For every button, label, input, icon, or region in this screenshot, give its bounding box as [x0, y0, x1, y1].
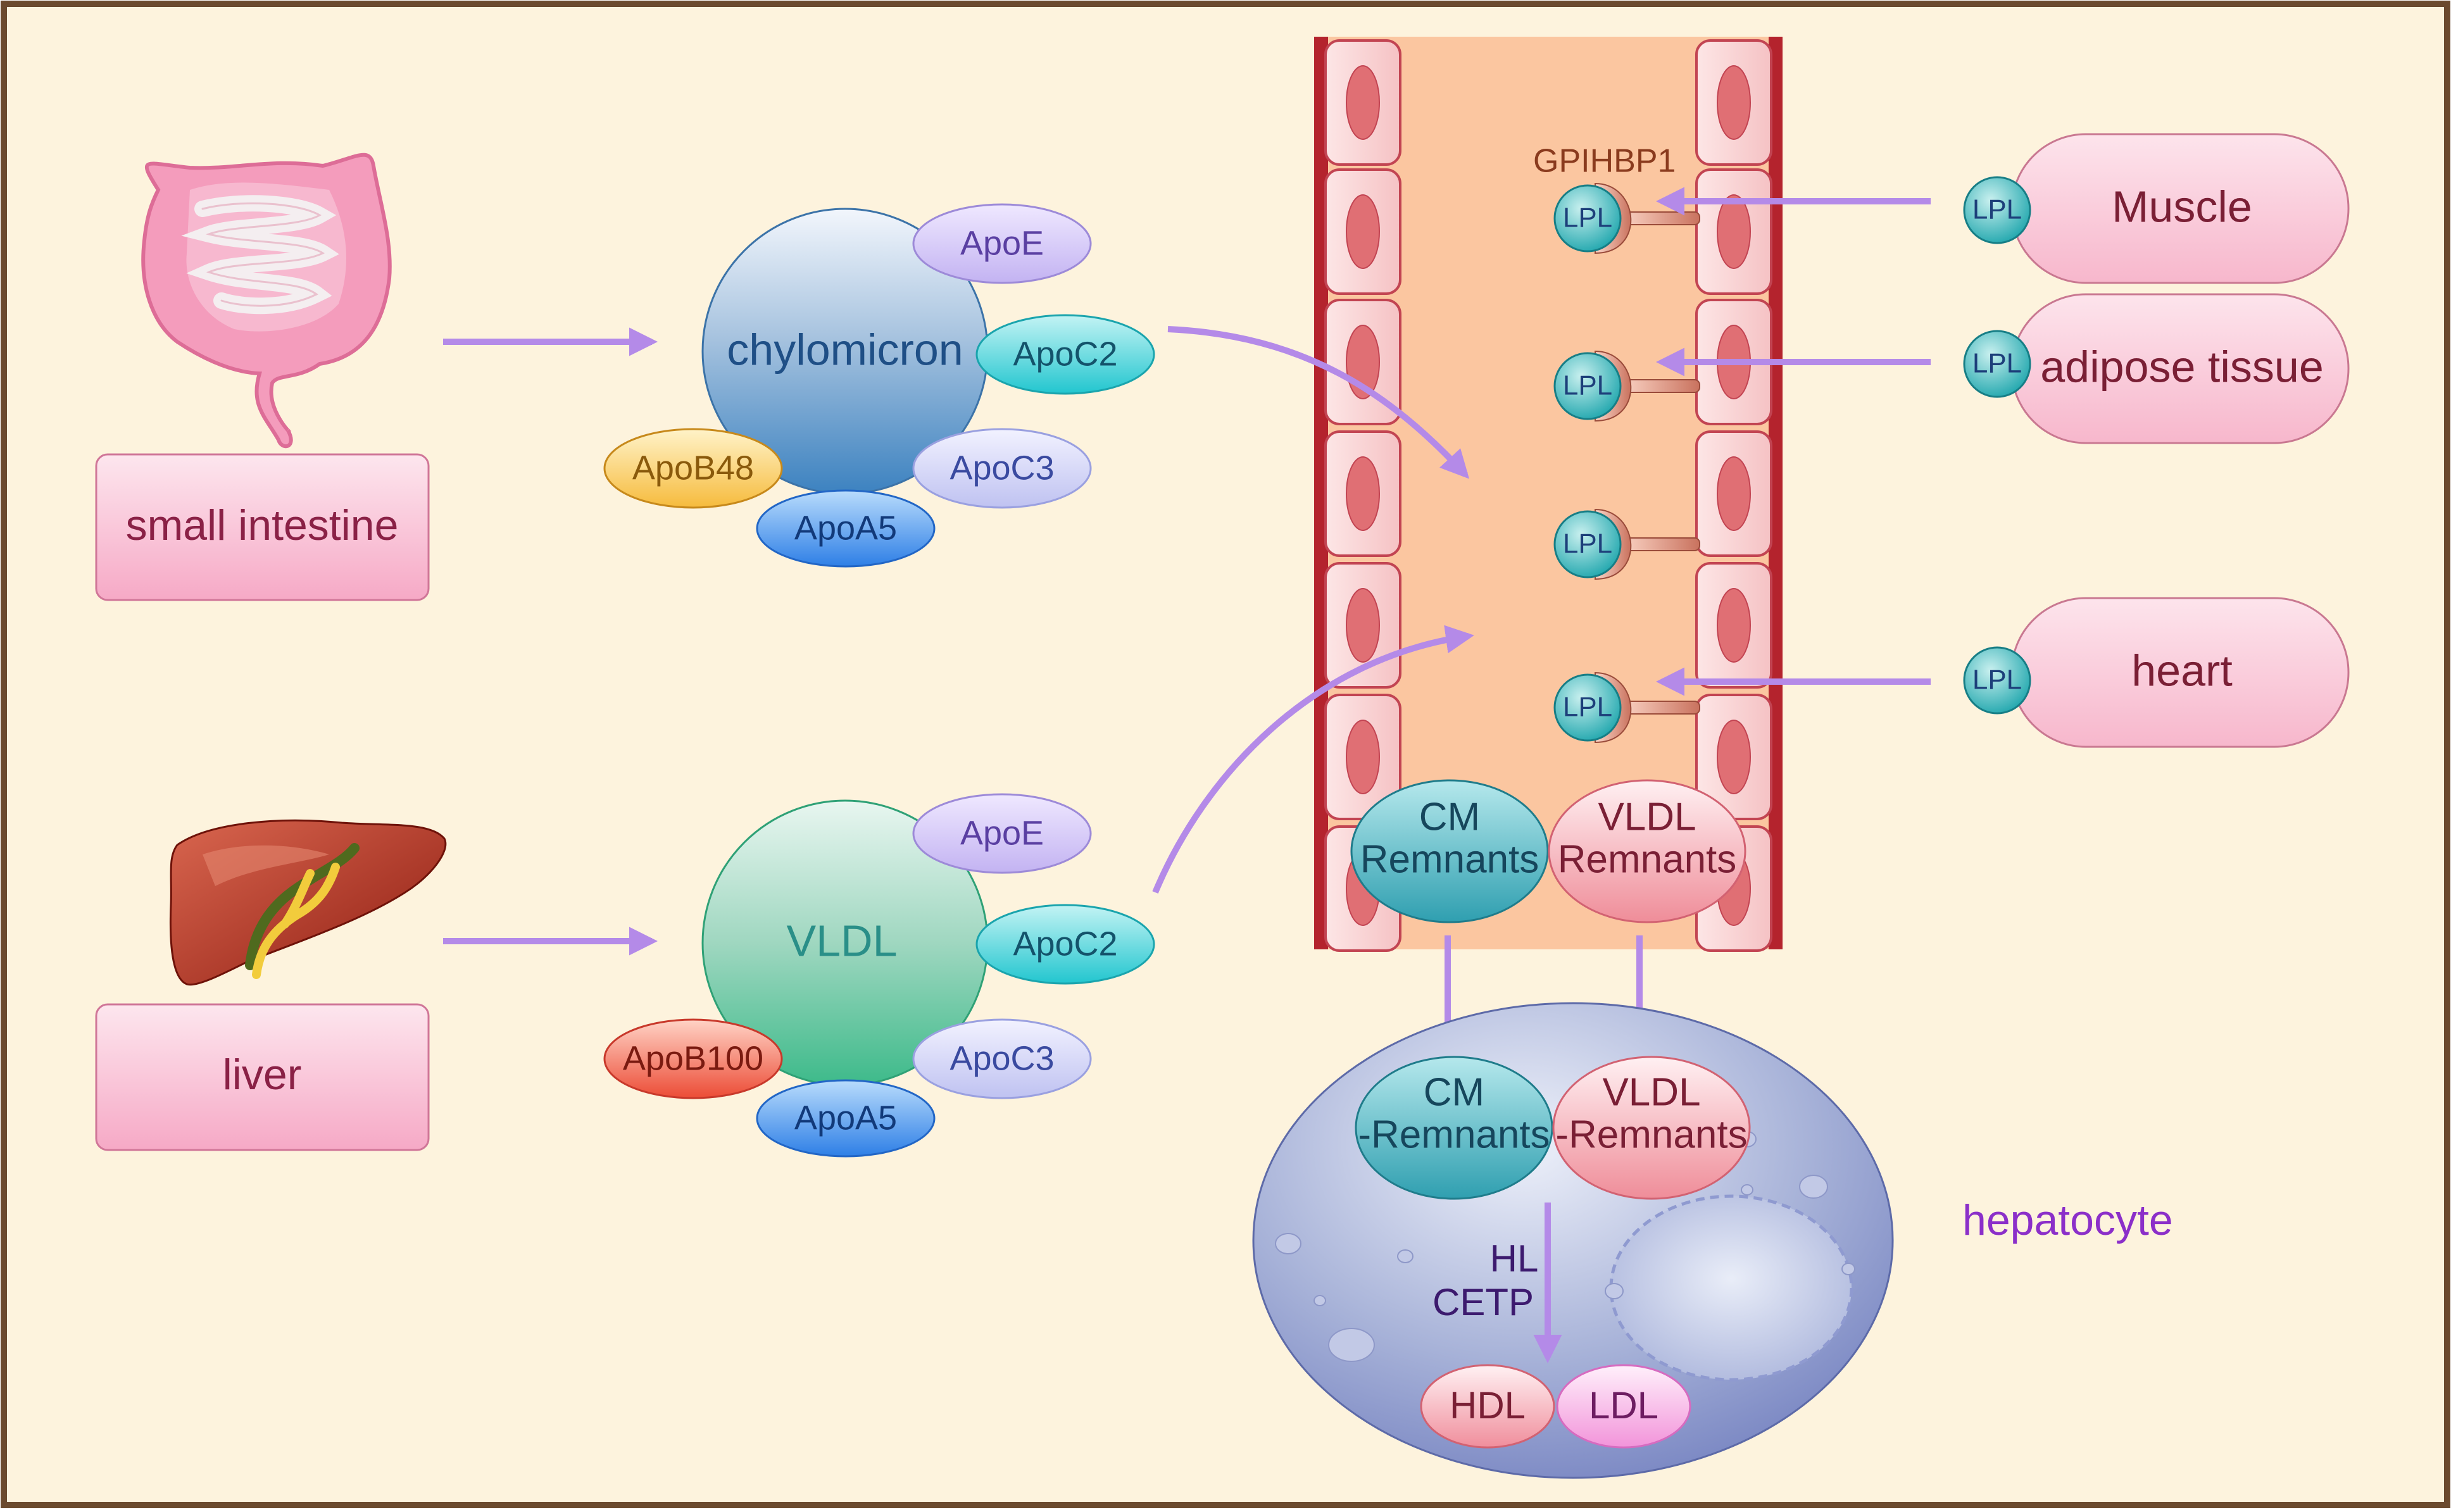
blood-vessel [1314, 37, 1783, 952]
endothelial-cell [1324, 168, 1401, 295]
hepatocyte-cm-line1: CM [1424, 1070, 1484, 1114]
adipose-label: adipose tissue [2040, 342, 2324, 391]
lpl-label: LPL [1972, 348, 2022, 379]
vldl-label: VLDL [786, 916, 897, 965]
vldl-apoa5: ApoA5 [756, 1079, 936, 1158]
vessel-cm-remnants-line1: CM [1419, 795, 1480, 839]
apoc2-label: ApoC2 [1013, 925, 1117, 963]
small-intestine-label: small intestine [126, 501, 399, 549]
hepatocyte-label: hepatocyte [1962, 1196, 2173, 1244]
apoe-label: ApoE [960, 814, 1044, 852]
endothelial-cell [1695, 562, 1772, 689]
tissue-lpl-group: LPL LPL LPL [1963, 176, 2031, 715]
muscle-label: Muscle [2112, 182, 2252, 231]
apoa5-label: ApoA5 [794, 509, 897, 547]
lpl-label: LPL [1563, 203, 1612, 234]
vldl-apob100: ApoB100 [603, 1018, 783, 1099]
lpl-label: LPL [1563, 528, 1612, 559]
vessel-vldl-remnants-line2: Remnants [1558, 837, 1737, 881]
endothelial-cell [1324, 39, 1401, 166]
adipose-tissue: adipose tissue [2010, 293, 2350, 444]
lpl-icon [1553, 673, 1622, 742]
lpl-label: LPL [1972, 665, 2022, 696]
hepatocyte-vldl-line1: VLDL [1602, 1070, 1700, 1114]
apob48-label: ApoB48 [632, 449, 754, 487]
chylomicron-particle: chylomicron [701, 208, 989, 495]
chylomicron-apoe: ApoE [912, 203, 1092, 284]
tissue-lpl-enzyme: LPL [1963, 176, 2031, 244]
enzyme-hl-label: HL [1490, 1237, 1539, 1280]
vessel-cm-remnants: CM Remnants [1350, 779, 1549, 923]
vessel-vldl-remnants-line1: VLDL [1598, 795, 1696, 839]
hepatocyte-vldl-line2: -Remnants [1555, 1113, 1747, 1156]
lpl-icon [1553, 510, 1622, 578]
lpl-icon [1553, 352, 1622, 420]
lpl-icon [1963, 176, 2031, 244]
endothelial-cells-right [1695, 39, 1772, 952]
vldl-apoc2: ApoC2 [975, 904, 1155, 985]
endothelial-cell [1324, 694, 1401, 820]
vessel-lpl-enzyme: LPL [1553, 508, 1700, 580]
liver-box [95, 1003, 430, 1151]
lpl-label: LPL [1972, 194, 2022, 225]
lpl-icon [1553, 184, 1622, 253]
gpihbp1-anchor [1620, 379, 1700, 393]
vessel-lpl-enzyme: LPL [1553, 182, 1700, 254]
vessel-lpl-enzyme: LPL [1553, 350, 1700, 422]
chylomicron-apob48: ApoB48 [603, 428, 783, 509]
vldl-apoe: ApoE [912, 793, 1092, 874]
chylomicron-apoc2: ApoC2 [975, 314, 1155, 395]
vessel-cm-remnants-line2: Remnants [1360, 837, 1539, 881]
lpl-label: LPL [1563, 692, 1612, 723]
lpl-icon [1963, 646, 2031, 715]
hepatocyte-cm-remnants: CM -Remnants [1355, 1056, 1553, 1200]
apob100-label: ApoB100 [623, 1039, 763, 1077]
ldl-label: LDL [1589, 1384, 1658, 1427]
small-intestine-box [95, 453, 430, 601]
chylomicron-label: chylomicron [727, 325, 963, 374]
heart-label: heart [2131, 646, 2233, 695]
gpihbp1-anchor [1620, 211, 1700, 225]
hepatocyte-vldl-remnants: VLDL -Remnants [1552, 1056, 1751, 1200]
lpl-label: LPL [1563, 370, 1612, 401]
arrow-chylomicron-to-vessel [1167, 326, 1470, 479]
vessel-vldl-remnants: VLDL Remnants [1548, 779, 1746, 923]
hdl-label: HDL [1450, 1384, 1526, 1427]
apoe-label: ApoE [960, 224, 1044, 262]
endothelial-cell [1695, 430, 1772, 557]
endothelial-cells-left [1324, 39, 1401, 952]
hepatocyte-nucleus [1609, 1194, 1853, 1382]
apoc2-label: ApoC2 [1013, 335, 1117, 373]
gpihbp1-label: GPIHBP1 [1533, 143, 1676, 180]
vldl-apoc3: ApoC3 [912, 1018, 1092, 1099]
tissue-lpl-enzyme: LPL [1963, 330, 2031, 398]
gpihbp1-anchor [1620, 701, 1700, 715]
apoc3-label: ApoC3 [950, 449, 1054, 487]
heart-tissue: heart [2010, 597, 2350, 748]
ldl-particle: LDL [1556, 1364, 1691, 1449]
liver-label: liver [223, 1051, 302, 1099]
endothelial-cell [1695, 168, 1772, 295]
liver-illustration [169, 819, 447, 986]
hdl-particle: HDL [1420, 1364, 1555, 1449]
lpl-icon [1963, 330, 2031, 398]
vessel-lpl-enzyme: LPL [1553, 672, 1700, 744]
intestine-illustration [141, 153, 392, 448]
muscle-tissue: Muscle [2010, 133, 2350, 284]
vldl-particle: VLDL [701, 799, 989, 1087]
hepatocyte-cm-line2: -Remnants [1358, 1113, 1550, 1156]
vessel-lpl-group: LPL LPL LPL LPL [1553, 182, 1700, 744]
arrow-vldl-to-vessel [1152, 625, 1474, 894]
apoa5-label: ApoA5 [794, 1099, 897, 1137]
chylomicron-apoa5: ApoA5 [756, 489, 936, 568]
gpihbp1-anchor [1620, 537, 1700, 551]
endothelial-cell [1324, 430, 1401, 557]
apoc3-label: ApoC3 [950, 1039, 1054, 1077]
tissue-lpl-enzyme: LPL [1963, 646, 2031, 715]
endothelial-cell [1695, 39, 1772, 166]
enzyme-cetp-label: CETP [1432, 1281, 1534, 1323]
chylomicron-apoc3: ApoC3 [912, 428, 1092, 509]
